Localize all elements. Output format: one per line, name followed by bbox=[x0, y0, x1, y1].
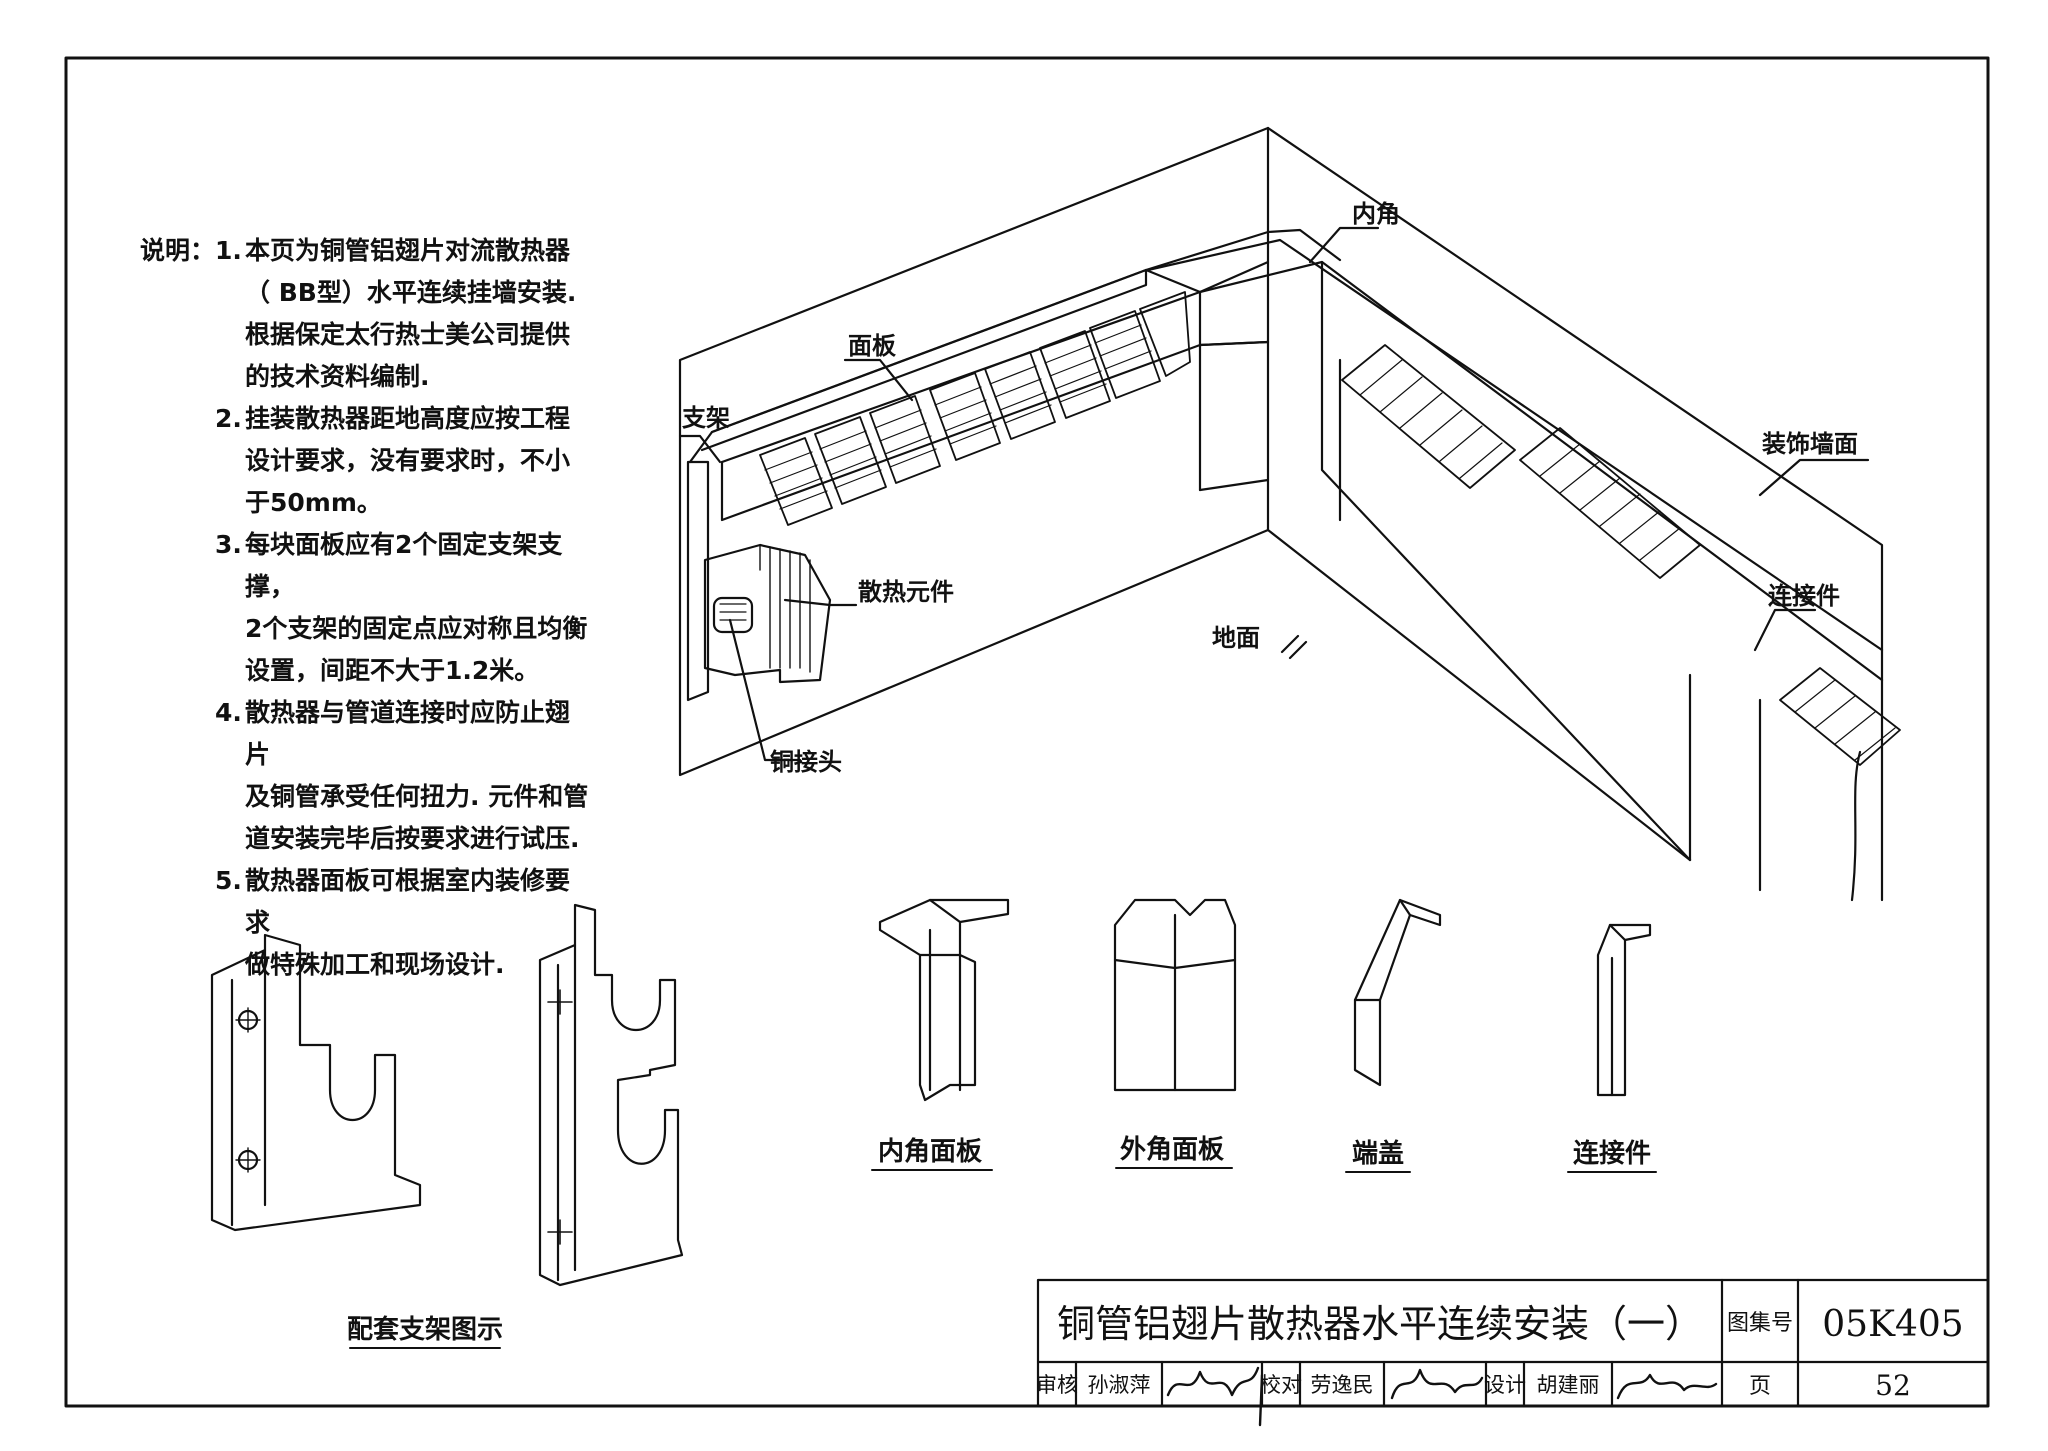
right-cover-lower-ridge bbox=[1198, 260, 1884, 682]
right-cover-break bbox=[1850, 750, 1862, 902]
note-line: 设置，间距不大于1.2米。 bbox=[245, 656, 540, 685]
title-block: 铜管铝翅片散热器水平连续安装（一） 图集号 05K405 审核 孙淑萍 校对 劳… bbox=[1036, 1278, 1990, 1427]
reviewer-signature bbox=[1166, 1366, 1264, 1427]
right-cover-ridge bbox=[1146, 238, 1884, 652]
note-line: 道安装完毕后按要求进行试压. bbox=[245, 824, 580, 853]
designer-name: 胡建丽 bbox=[1537, 1373, 1600, 1397]
heating-element-fins bbox=[759, 544, 811, 673]
end-cap-drawing bbox=[1353, 898, 1442, 1087]
left-cover-bottom bbox=[1198, 478, 1270, 492]
note-number: 3. bbox=[215, 530, 242, 559]
atlas-number: 05K405 bbox=[1822, 1304, 1963, 1345]
note-line: 每块面板应有2个固定支架支撑， bbox=[245, 530, 563, 601]
left-cover-lower-ridge bbox=[720, 290, 1202, 464]
corner-cap-top bbox=[1266, 228, 1342, 262]
note-line: 本页为铜管铝翅片对流散热器 bbox=[245, 236, 571, 265]
label-connector: 连接件 bbox=[1768, 582, 1840, 610]
note-line: 设计要求，没有要求时，不小 bbox=[245, 446, 571, 475]
inner-corner-panel-drawing bbox=[878, 898, 1010, 1102]
leader-connector bbox=[1753, 608, 1817, 652]
caption-inner-panel: 内角面板 bbox=[878, 1136, 982, 1167]
left-grilles bbox=[759, 291, 1191, 526]
right-cover-seams bbox=[1338, 358, 1762, 892]
note-line: 于50mm。 bbox=[245, 488, 382, 517]
right-wall-outline bbox=[1266, 126, 1884, 902]
note-line: 做特殊加工和现场设计. bbox=[245, 950, 505, 979]
note-line: 的技术资料编制. bbox=[245, 362, 430, 391]
note-line: 及铜管承受任何扭力. 元件和管 bbox=[245, 782, 589, 811]
review-label: 审核 bbox=[1036, 1373, 1078, 1397]
outer-corner-panel-drawing bbox=[1113, 898, 1237, 1092]
label-element: 散热元件 bbox=[858, 578, 954, 606]
note-3: 3. 每块面板应有2个固定支架支撑， bbox=[140, 524, 580, 608]
notes-heading: 说明： bbox=[140, 236, 216, 265]
heating-element bbox=[703, 543, 832, 684]
leader-bracket bbox=[678, 434, 722, 464]
left-cover-end bbox=[1144, 268, 1270, 492]
left-cover-front-face bbox=[720, 343, 1202, 522]
caption-brackets: 配套支架图示 bbox=[347, 1315, 503, 1345]
caption-outer-panel: 外角面板 bbox=[1120, 1134, 1224, 1165]
copper-joint bbox=[712, 596, 754, 634]
check-label: 校对 bbox=[1260, 1373, 1302, 1397]
leader-decor-wall bbox=[1758, 458, 1870, 497]
note-number: 1. bbox=[215, 236, 242, 265]
left-wall-outline bbox=[678, 126, 1270, 777]
notes-block: 说明： 1. 本页为铜管铝翅片对流散热器 （ BB型）水平连续挂墙安装. 根据保… bbox=[140, 230, 589, 986]
note-4: 4. 散热器与管道连接时应防止翅片 bbox=[140, 692, 580, 776]
caption-end-cap: 端盖 bbox=[1352, 1138, 1404, 1169]
note-number: 4. bbox=[215, 698, 242, 727]
designer-signature bbox=[1616, 1373, 1718, 1400]
label-bracket: 支架 bbox=[682, 404, 730, 432]
leader-element bbox=[783, 598, 858, 607]
atlas-label: 图集号 bbox=[1727, 1311, 1793, 1336]
note-line: 根据保定太行热士美公司提供 bbox=[245, 320, 571, 349]
isometric-installation-view: 内角 面板 支架 装饰墙面 散热元件 地面 连接件 铜接头 bbox=[678, 126, 1901, 902]
floor-line bbox=[1266, 528, 1692, 862]
floor-break-mark bbox=[1280, 634, 1308, 660]
note-1: 说明： 1. 本页为铜管铝翅片对流散热器 bbox=[140, 230, 580, 272]
note-number: 5. bbox=[215, 866, 242, 895]
note-number: 2. bbox=[215, 404, 242, 433]
bracket-drawing-1 bbox=[210, 933, 422, 1232]
bracket-drawing-2 bbox=[538, 903, 684, 1287]
reviewer-name: 孙淑萍 bbox=[1088, 1373, 1151, 1397]
checker-signature bbox=[1390, 1368, 1484, 1400]
connector-drawing bbox=[1596, 923, 1652, 1097]
leader-panel bbox=[843, 358, 914, 402]
page-number: 52 bbox=[1875, 1369, 1911, 1402]
right-cover-front-base bbox=[1320, 260, 1692, 862]
caption-connector: 连接件 bbox=[1573, 1139, 1651, 1169]
note-line: 散热器与管道连接时应防止翅片 bbox=[245, 698, 571, 769]
drawing-title: 铜管铝翅片散热器水平连续安装（一） bbox=[1057, 1302, 1703, 1346]
checker-name: 劳逸民 bbox=[1311, 1373, 1374, 1397]
right-grilles bbox=[1341, 344, 1901, 766]
note-line: 挂装散热器距地高度应按工程 bbox=[245, 404, 571, 433]
label-panel: 面板 bbox=[848, 332, 897, 360]
leader-inner-corner bbox=[1308, 226, 1380, 264]
label-decor-wall: 装饰墙面 bbox=[1762, 430, 1858, 458]
note-5: 5. 散热器面板可根据室内装修要求 bbox=[140, 860, 580, 944]
left-cover-top-edge bbox=[688, 268, 1148, 464]
note-2: 2. 挂装散热器距地高度应按工程 bbox=[140, 398, 580, 440]
note-line: （ BB型）水平连续挂墙安装. bbox=[245, 278, 577, 307]
label-inner-corner: 内角 bbox=[1352, 200, 1400, 228]
sheet-border bbox=[64, 56, 1990, 1408]
corner-panel-seams bbox=[1198, 260, 1270, 347]
design-label: 设计 bbox=[1484, 1373, 1526, 1397]
label-floor: 地面 bbox=[1212, 624, 1260, 652]
leader-copper-joint bbox=[728, 618, 802, 762]
label-copper-joint: 铜接头 bbox=[770, 748, 842, 776]
wall-bracket bbox=[686, 460, 710, 702]
page-label: 页 bbox=[1749, 1374, 1771, 1399]
note-line: 散热器面板可根据室内装修要求 bbox=[245, 866, 571, 937]
note-line: 2个支架的固定点应对称且均衡 bbox=[245, 614, 588, 643]
